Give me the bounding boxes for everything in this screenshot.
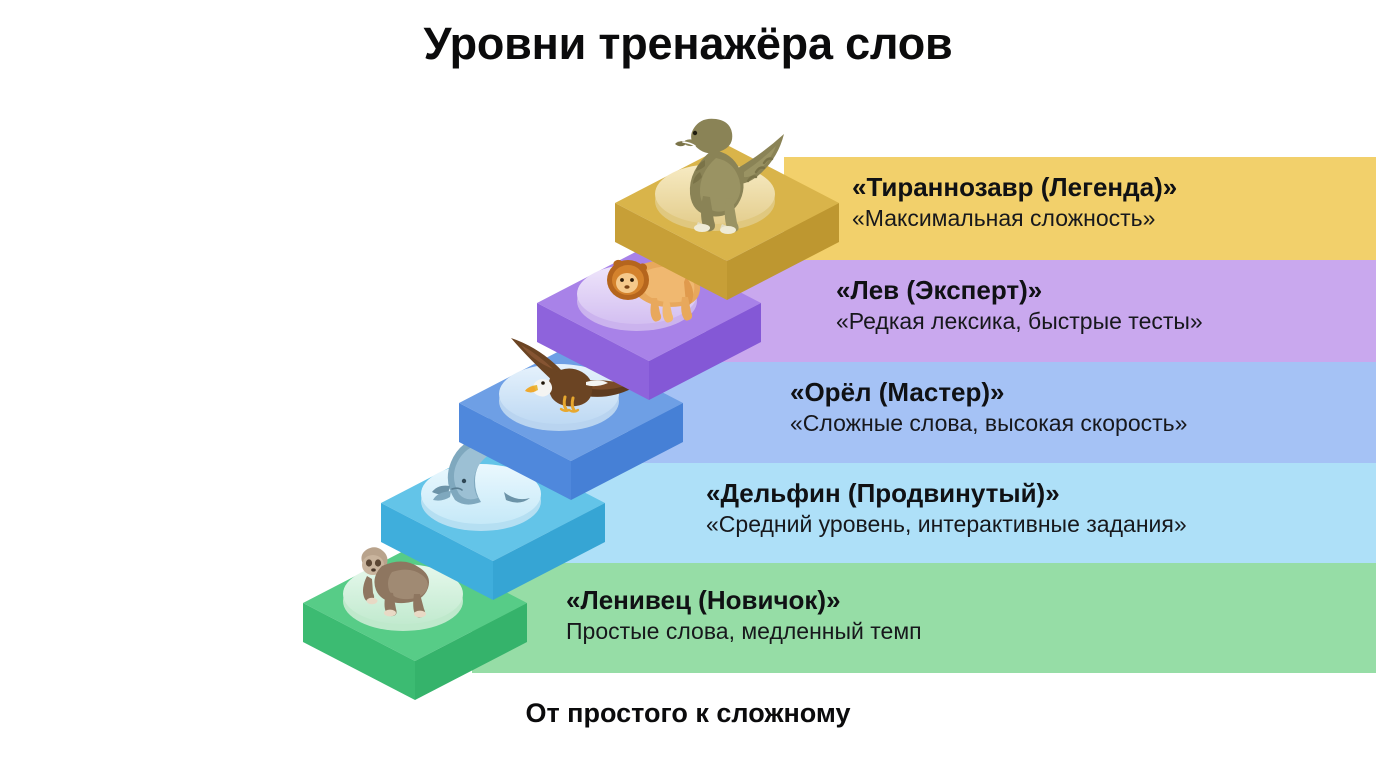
level-subtitle-eagle: «Сложные слова, высокая скорость» — [790, 410, 1188, 437]
sloth-icon — [361, 547, 429, 618]
level-label-lion: «Лев (Эксперт)» «Редкая лексика, быстрые… — [836, 275, 1203, 335]
band-group — [472, 157, 1376, 673]
level-label-sloth: «Ленивец (Новичок)» Простые слова, медле… — [566, 585, 922, 645]
level-label-tyrannosaurus: «Тираннозавр (Легенда)» «Максимальная сл… — [852, 172, 1178, 232]
dinosaur-icon — [675, 118, 784, 234]
band-lion — [706, 260, 1376, 362]
level-subtitle-dolphin: «Средний уровень, интерактивные задания» — [706, 511, 1187, 538]
band-dolphin — [550, 463, 1376, 563]
level-title-tyrannosaurus: «Тираннозавр (Легенда)» — [852, 172, 1178, 202]
band-eagle — [628, 362, 1376, 463]
level-label-eagle: «Орёл (Мастер)» «Сложные слова, высокая … — [790, 377, 1188, 437]
level-title-lion: «Лев (Эксперт)» — [836, 275, 1043, 305]
band-sloth — [472, 563, 1376, 673]
level-title-sloth: «Ленивец (Новичок)» — [566, 585, 841, 615]
level-subtitle-sloth: Простые слова, медленный темп — [566, 618, 922, 645]
level-title-dolphin: «Дельфин (Продвинутый)» — [706, 478, 1060, 508]
footer-caption: От простого к сложному — [525, 698, 851, 728]
level-label-dolphin: «Дельфин (Продвинутый)» «Средний уровень… — [706, 478, 1187, 538]
eagle-icon — [511, 338, 633, 413]
level-subtitle-lion: «Редкая лексика, быстрые тесты» — [836, 308, 1203, 335]
band-tyrannosaurus — [784, 157, 1376, 260]
level-title-eagle: «Орёл (Мастер)» — [790, 377, 1005, 407]
level-subtitle-tyrannosaurus: «Максимальная сложность» — [852, 205, 1156, 232]
lion-icon — [607, 259, 718, 323]
page-title: Уровни тренажёра слов — [423, 18, 953, 69]
